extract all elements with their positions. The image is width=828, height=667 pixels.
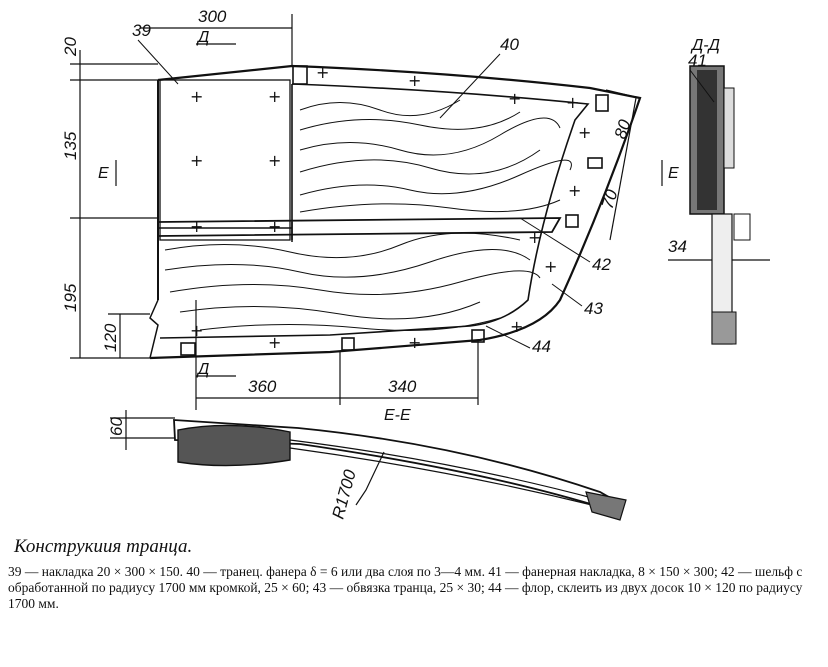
dim-135: 135: [61, 131, 80, 160]
section-mark-e-right: E: [668, 165, 679, 182]
part-39: 39: [132, 21, 151, 40]
svg-text:+: +: [408, 71, 421, 90]
svg-text:+: +: [544, 257, 557, 276]
dim-300: 300: [198, 7, 227, 26]
leader-lines: [137, 39, 715, 349]
part-42: 42: [592, 255, 611, 274]
dim-r1700: R1700: [329, 467, 360, 521]
pad-39: [159, 79, 291, 241]
transom-outline: [149, 64, 642, 360]
caption-title: Конструкиия транца.: [14, 536, 193, 557]
section-mark-e-left: E: [98, 165, 109, 182]
caption-text: 39 — накладка 20 × 300 × 150. 40 — тране…: [8, 564, 803, 611]
section-dd: [689, 65, 751, 345]
svg-text:+: +: [190, 151, 203, 170]
svg-text:+: +: [268, 151, 281, 170]
part-41: 41: [688, 51, 707, 70]
svg-text:+: +: [578, 123, 591, 142]
svg-text:+: +: [408, 333, 421, 352]
dim-60: 60: [107, 417, 126, 436]
section-mark-d-bottom: Д: [196, 361, 209, 378]
svg-text:+: +: [190, 87, 203, 106]
svg-text:+: +: [528, 228, 541, 247]
plywood-grain: [164, 99, 572, 331]
section-title-dd: Д-Д: [690, 37, 720, 54]
svg-text:+: +: [190, 217, 203, 236]
dim-360: 360: [248, 377, 277, 396]
part-40: 40: [500, 35, 519, 54]
svg-text:+: +: [268, 333, 281, 352]
figure-caption: Конструкиия транца. 39 — накладка 20 × 3…: [8, 536, 820, 612]
section-ee: [173, 419, 627, 521]
svg-text:+: +: [268, 217, 281, 236]
svg-text:+: +: [190, 321, 203, 340]
section-title-ee: Е-Е: [384, 407, 411, 424]
dim-195: 195: [61, 283, 80, 312]
dim-70: 70: [598, 187, 622, 211]
svg-text:+: +: [566, 93, 579, 112]
transom-drawing: ++ ++ ++ ++ ++ ++ ++ ++ ++: [61, 7, 770, 521]
svg-text:+: +: [268, 87, 281, 106]
svg-text:+: +: [508, 89, 521, 108]
svg-text:+: +: [510, 317, 523, 336]
part-43: 43: [584, 299, 603, 318]
dim-34: 34: [668, 237, 687, 256]
dim-20: 20: [61, 37, 80, 57]
dimension-lines: [70, 14, 770, 450]
section-mark-d-top: Д: [196, 29, 209, 46]
screw-marks: ++ ++ ++ ++ ++ ++ ++ ++ ++: [190, 63, 591, 352]
dim-120: 120: [101, 323, 120, 352]
svg-text:+: +: [316, 63, 329, 82]
svg-text:+: +: [568, 181, 581, 200]
shelf-42: [157, 217, 562, 242]
dim-340: 340: [388, 377, 417, 396]
part-44: 44: [532, 337, 551, 356]
